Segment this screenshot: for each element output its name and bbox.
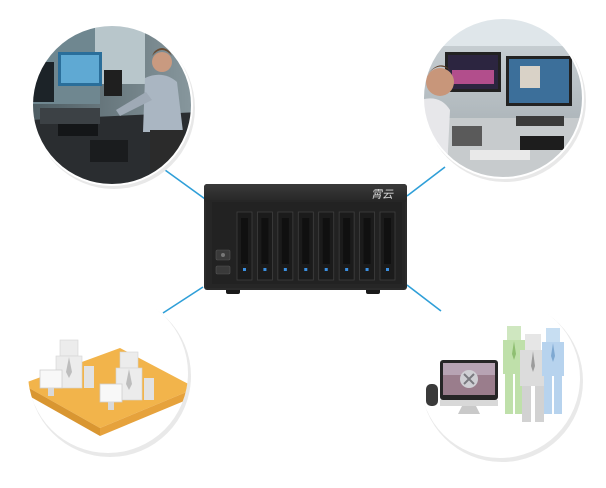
drive-led: [365, 268, 369, 271]
drive-bay-2[interactable]: [257, 211, 273, 281]
drive-led: [386, 268, 389, 271]
dual-monitor-photo: [422, 17, 586, 182]
nas-device: 霄云: [204, 184, 407, 294]
drive-led: [324, 268, 328, 271]
drive-bay-8[interactable]: [379, 211, 396, 281]
drive-bays: [236, 211, 396, 281]
drive-bay-1[interactable]: [236, 211, 253, 281]
drive-bay-3[interactable]: [277, 211, 294, 281]
brand-logo: 霄云: [371, 188, 394, 201]
drive-led: [283, 268, 287, 271]
drive-led: [304, 268, 308, 271]
drive-led: [263, 268, 267, 271]
drive-bay-5[interactable]: [318, 211, 335, 281]
mac-team-illustration: [420, 298, 583, 462]
drive-bay-4[interactable]: [297, 211, 314, 281]
drive-led: [243, 268, 246, 271]
editor-workstation-photo: [31, 24, 195, 189]
drive-bay-7[interactable]: [359, 211, 375, 281]
drive-bay-6[interactable]: [338, 211, 355, 281]
connector-line-bottom-left: [162, 286, 204, 314]
drive-led: [345, 268, 349, 271]
connector-line-top-right: [406, 166, 446, 197]
office-team-illustration: [28, 293, 191, 457]
connector-line-bottom-right: [406, 284, 442, 312]
svg-text:霄云: 霄云: [371, 188, 394, 201]
